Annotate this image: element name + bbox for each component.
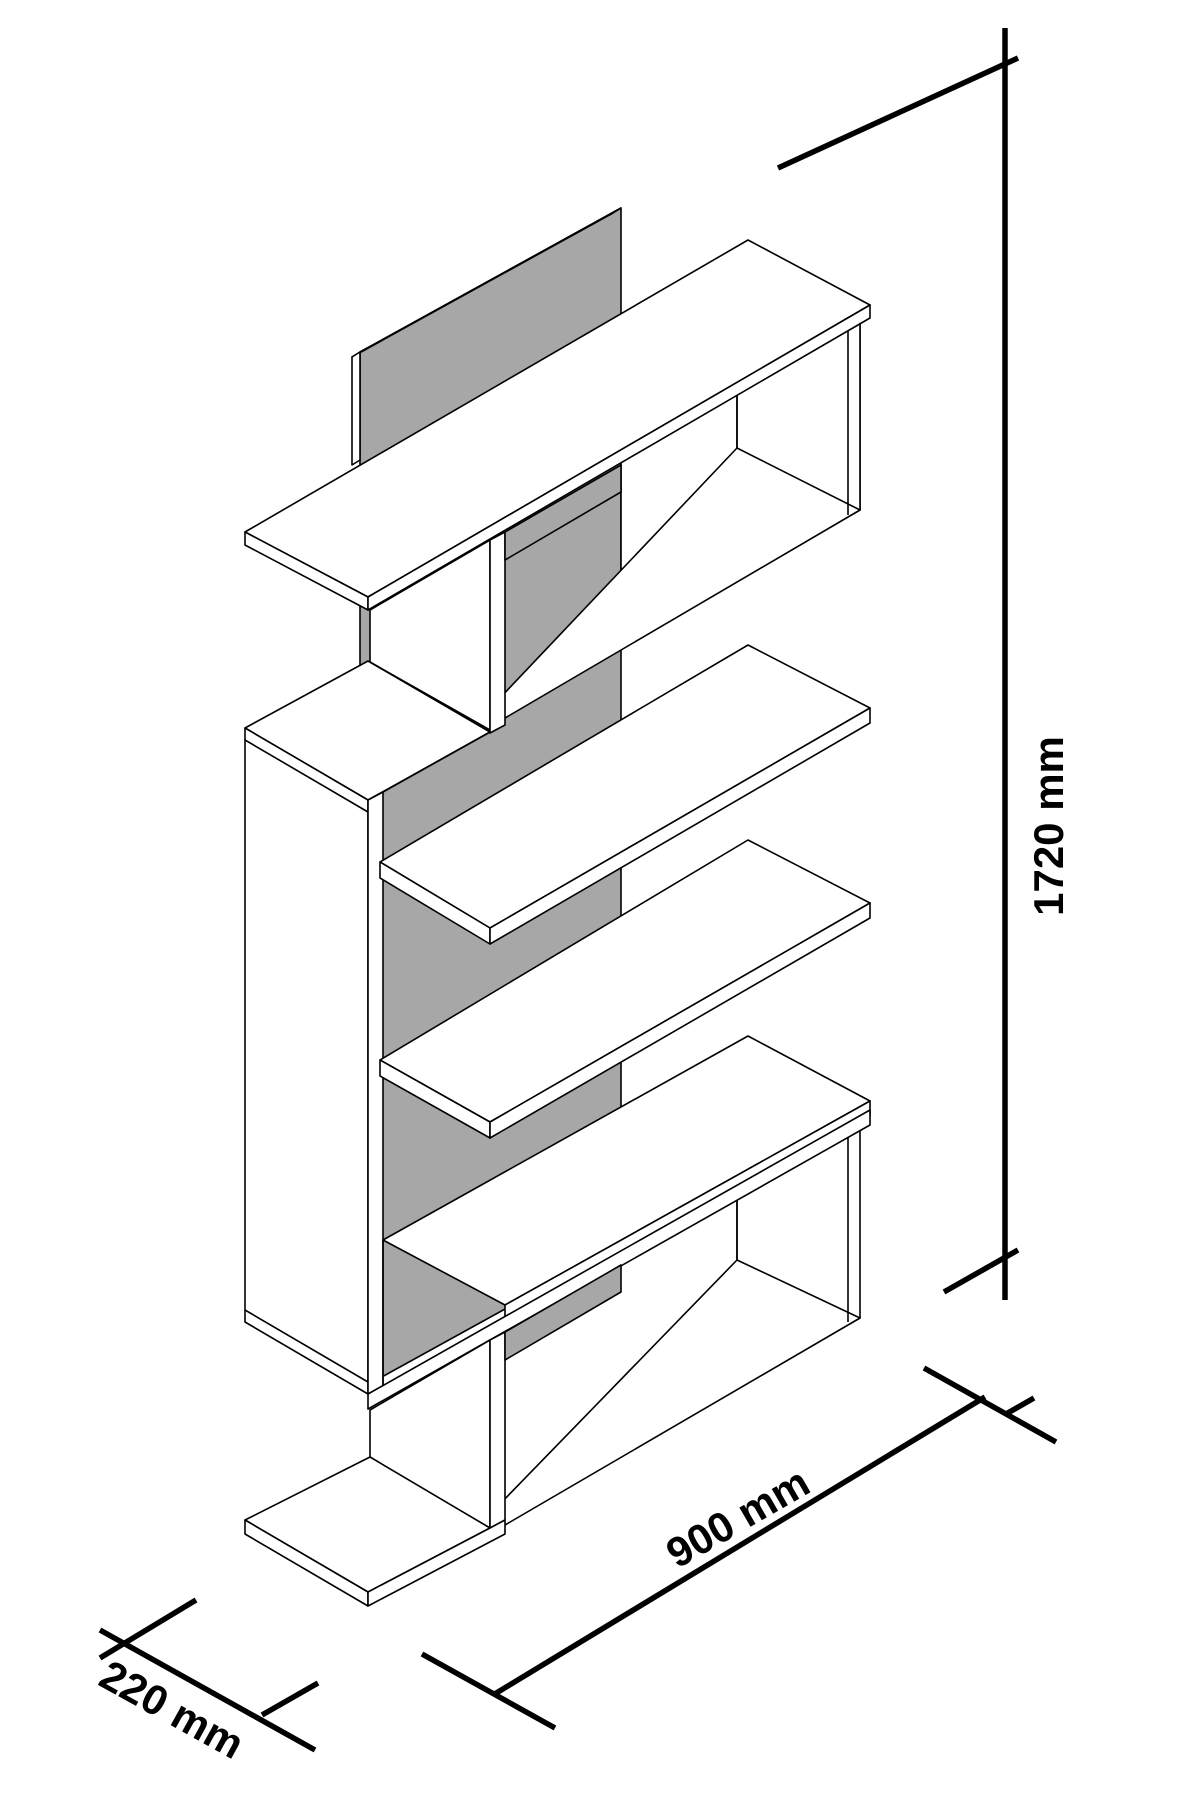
top-shelf xyxy=(244,239,871,611)
cabinet-base-bar xyxy=(367,1109,871,1410)
middle-shelf-lower xyxy=(379,839,871,1139)
width-dimension-label: 900 mm xyxy=(658,1458,817,1577)
top-upright xyxy=(369,464,622,734)
height-dimension: 1720 mm xyxy=(776,28,1072,1300)
left-cabinet xyxy=(244,660,491,1395)
bottom-upright xyxy=(369,1264,622,1529)
height-dimension-label: 1720 mm xyxy=(1025,736,1072,916)
middle-shelf-upper xyxy=(379,644,871,945)
width-dimension: 900 mm xyxy=(420,1365,1058,1731)
depth-dimension: 220 mm xyxy=(92,1597,320,1768)
base-board xyxy=(244,1456,506,1607)
